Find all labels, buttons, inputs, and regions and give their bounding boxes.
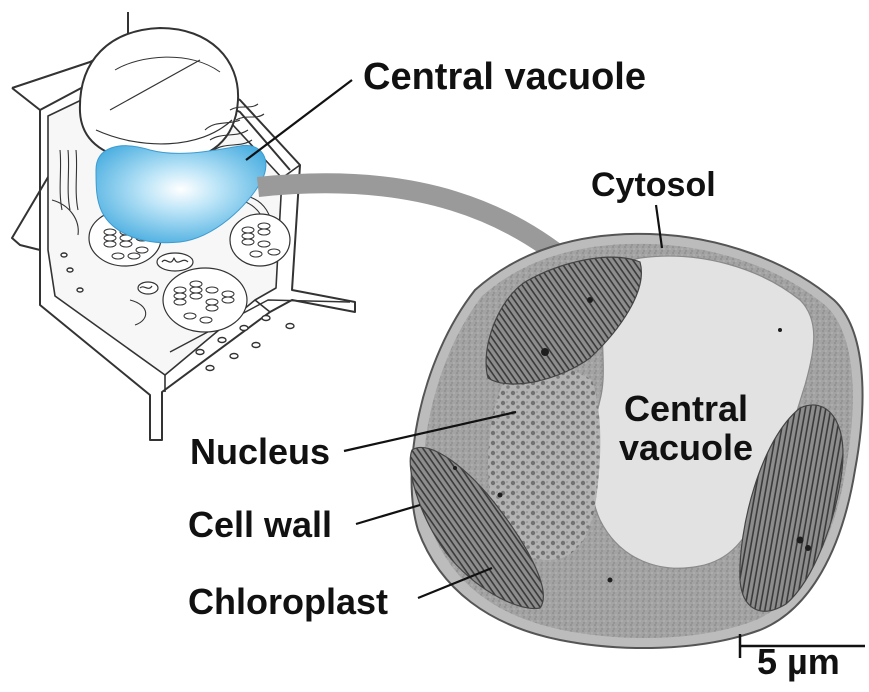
label-cytosol: Cytosol — [591, 168, 716, 202]
label-central-vacuole-micrograph: Central vacuole — [611, 390, 761, 468]
label-cell-wall: Cell wall — [188, 507, 332, 543]
label-chloroplast: Chloroplast — [188, 584, 388, 620]
label-nucleus: Nucleus — [190, 434, 330, 470]
label-central-vacuole: Central vacuole — [363, 58, 646, 96]
label-scale-bar: 5 µm — [757, 644, 840, 680]
